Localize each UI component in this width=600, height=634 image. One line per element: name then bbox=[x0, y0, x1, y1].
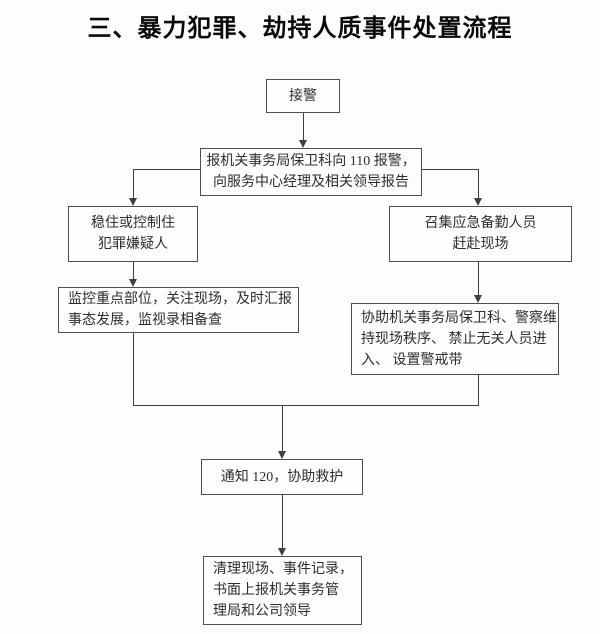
connector-line bbox=[133, 169, 134, 198]
node-text-line: 入、 设置警戒带 bbox=[361, 352, 463, 368]
arrow-down-icon bbox=[299, 140, 307, 148]
flow-node-receive-alarm: 接警 bbox=[266, 79, 340, 113]
flow-node-notify-120: 通知 120，协助救护 bbox=[201, 459, 363, 495]
node-text-line: 协助机关事务局保卫科、警察维 bbox=[361, 310, 557, 326]
connector-line bbox=[478, 262, 479, 295]
node-text-line: 接警 bbox=[289, 88, 317, 104]
node-text-line: 清理现场、事件记录， bbox=[213, 562, 353, 577]
arrow-down-icon bbox=[129, 198, 137, 206]
connector-line bbox=[133, 262, 134, 279]
node-text-line: 通知 120，协助救护 bbox=[220, 469, 344, 485]
flow-node-cleanup-report: 清理现场、事件记录， 书面上报机关事务管 理局和公司领导 bbox=[203, 556, 362, 625]
flow-node-control-suspect: 稳住或控制住 犯罪嫌疑人 bbox=[68, 206, 198, 262]
flow-node-monitor-key-areas: 监控重点部位，关注现场，及时汇报 事态发展，监视录相备查 bbox=[58, 287, 299, 333]
node-text-line: 事态发展，监视录相备查 bbox=[68, 313, 222, 328]
node-text-line: 持现场秩序、 禁止无关人员进 bbox=[361, 331, 547, 347]
connector-line bbox=[422, 169, 479, 170]
connector-line bbox=[478, 169, 479, 198]
flow-node-report-110: 报机关事务局保卫科向 110 报警， 向服务中心经理及相关领导报告 bbox=[200, 148, 422, 196]
node-text-line: 向服务中心经理及相关领导报告 bbox=[213, 175, 409, 190]
connector-line bbox=[478, 375, 479, 405]
node-text-line: 理局和公司领导 bbox=[213, 604, 311, 619]
connector-line bbox=[133, 169, 200, 170]
connector-line bbox=[282, 495, 283, 548]
arrow-down-icon bbox=[474, 198, 482, 206]
page-title: 三、暴力犯罪、劫持人质事件处置流程 bbox=[87, 15, 513, 42]
node-text-line: 召集应急备勤人员 bbox=[424, 216, 537, 231]
arrow-down-icon bbox=[474, 295, 482, 303]
flow-node-assemble-personnel: 召集应急备勤人员 赶赴现场 bbox=[389, 206, 572, 262]
node-text-line: 监控重点部位，关注现场，及时汇报 bbox=[68, 292, 292, 307]
arrow-down-icon bbox=[278, 451, 286, 459]
node-text-line: 赶赴现场 bbox=[452, 237, 509, 252]
connector-line bbox=[282, 405, 283, 451]
flow-node-assist-security: 协助机关事务局保卫科、警察维 持现场秩序、 禁止无关人员进 入、 设置警戒带 bbox=[351, 303, 559, 375]
node-text-line: 报机关事务局保卫科向 110 报警， bbox=[206, 154, 416, 169]
connector-line bbox=[133, 405, 479, 406]
node-text-line: 书面上报机关事务管 bbox=[213, 583, 339, 598]
node-text-line: 稳住或控制住 bbox=[91, 216, 175, 231]
connector-line bbox=[133, 333, 134, 405]
arrow-down-icon bbox=[129, 279, 137, 287]
node-text-line: 犯罪嫌疑人 bbox=[98, 237, 168, 252]
connector-line bbox=[303, 113, 304, 140]
arrow-down-icon bbox=[278, 548, 286, 556]
